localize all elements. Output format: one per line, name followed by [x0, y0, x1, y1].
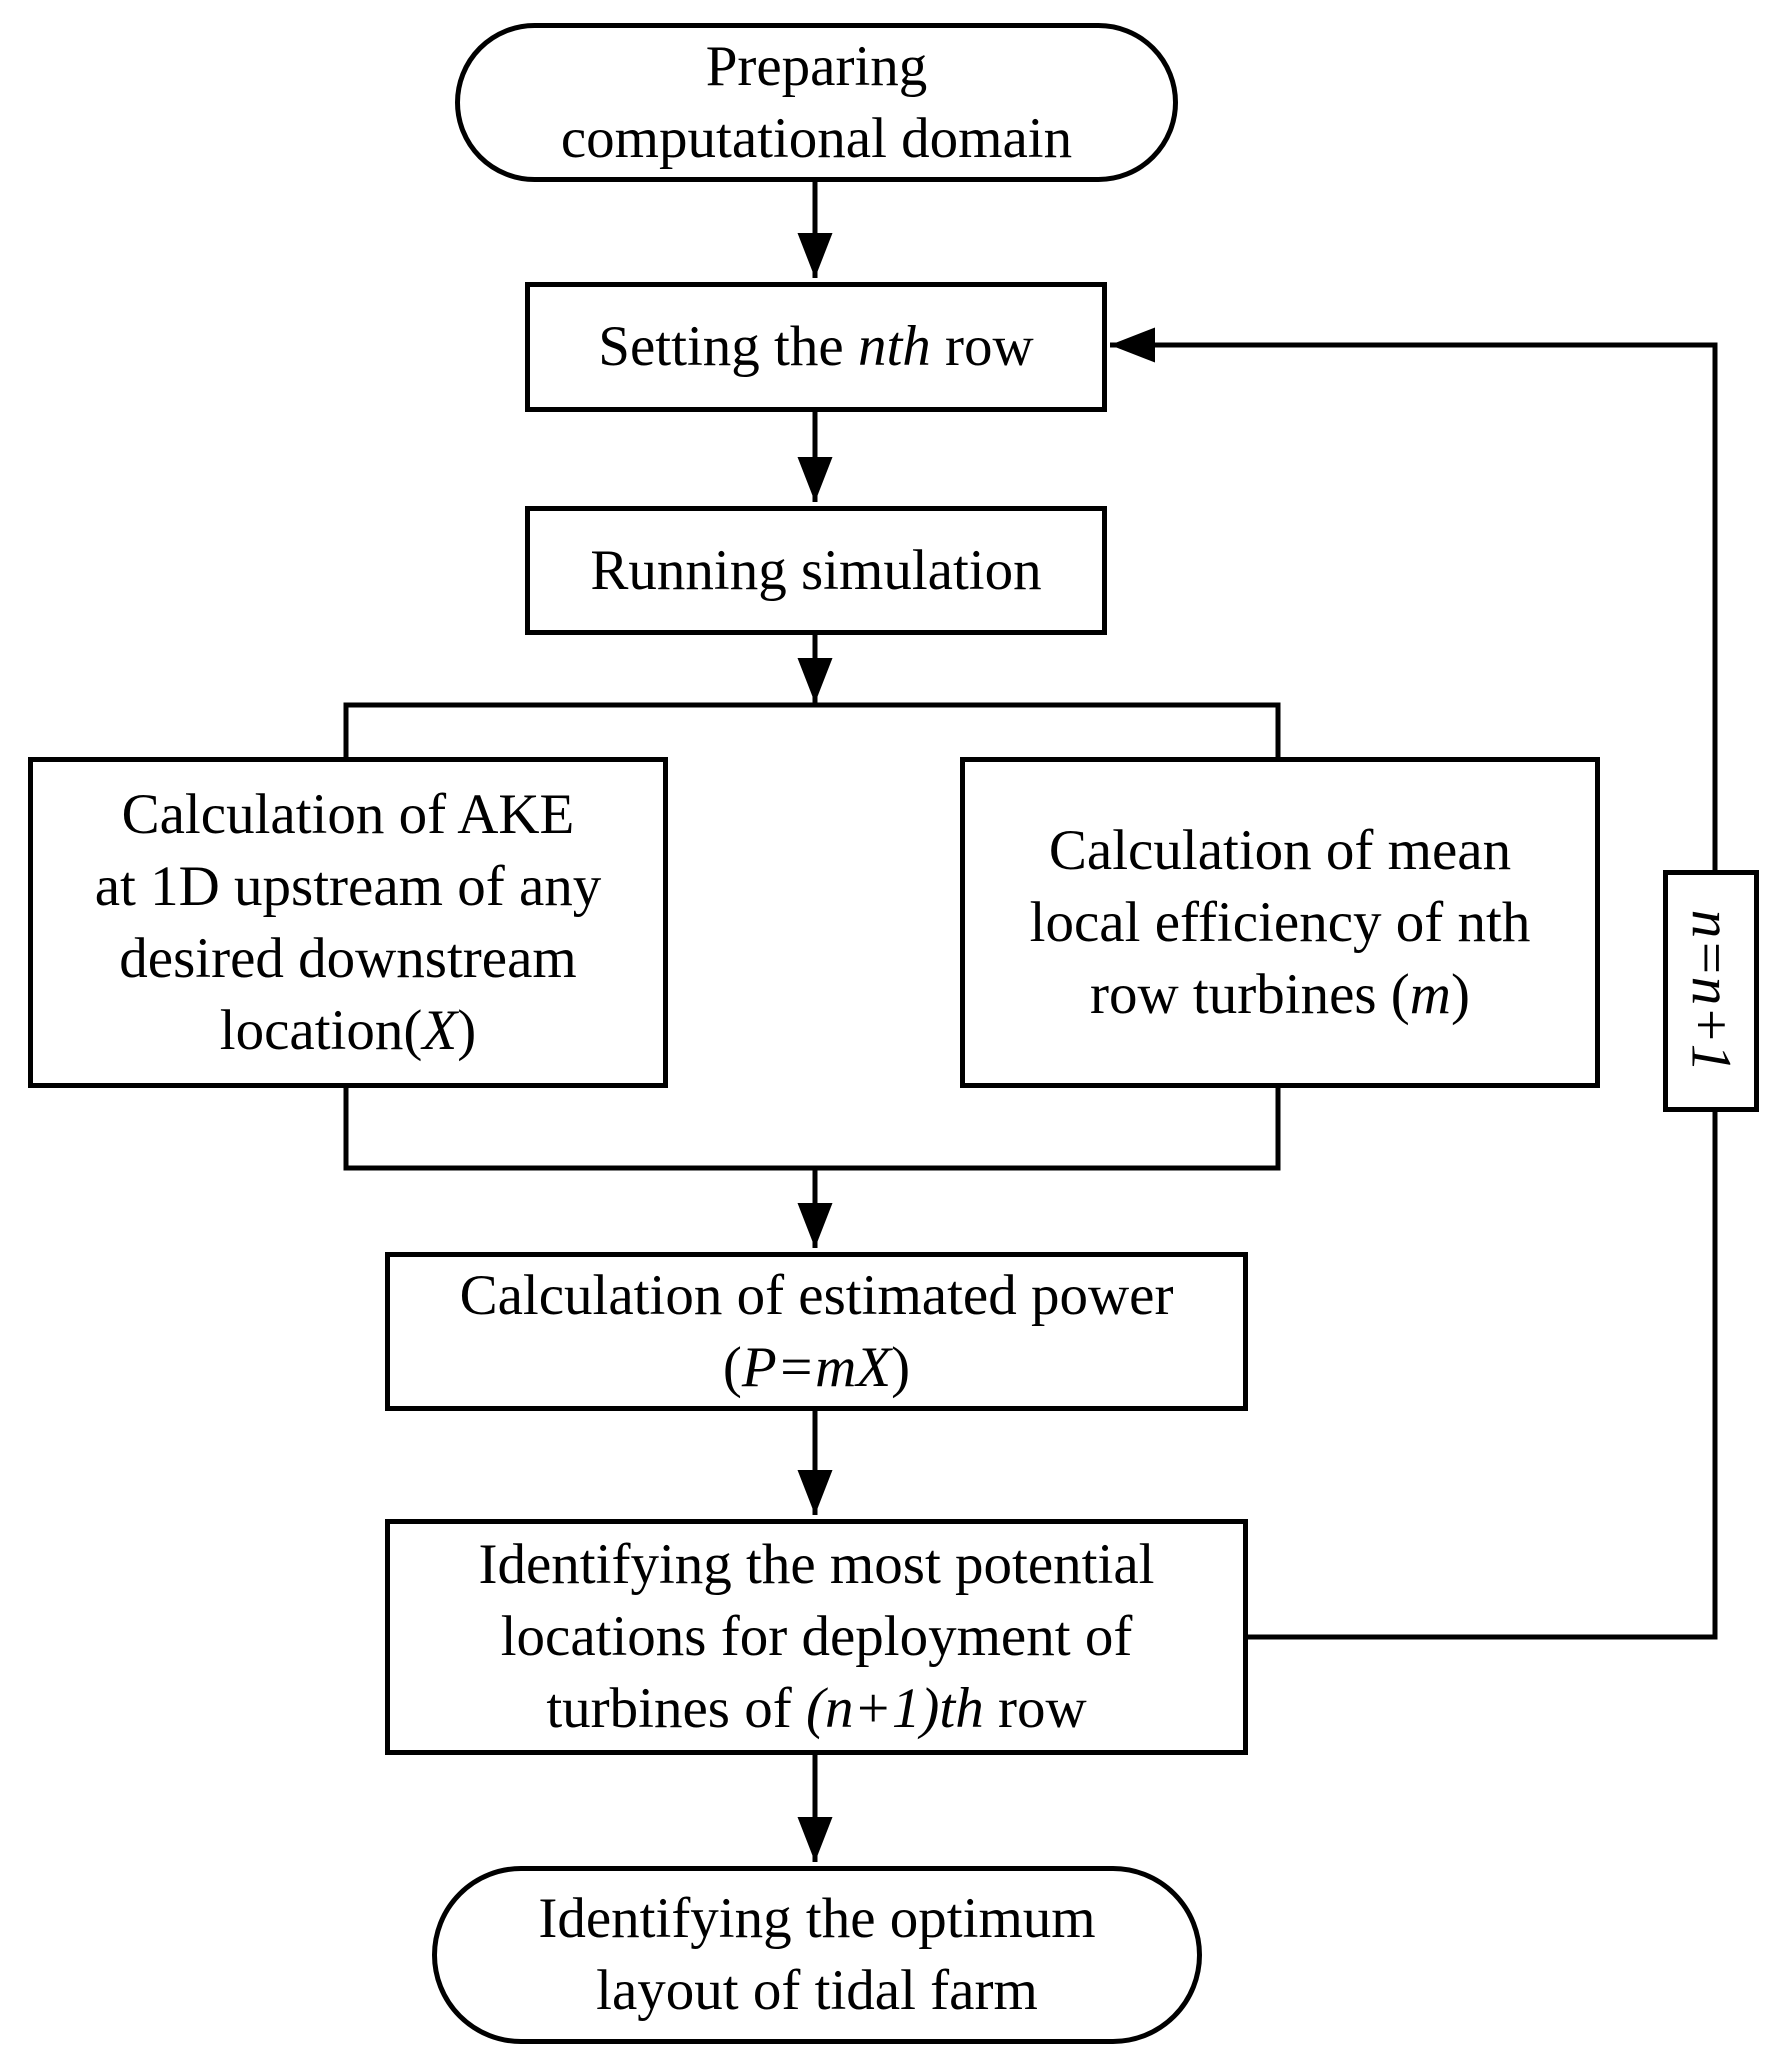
start-line-1: Preparing: [705, 34, 928, 98]
set-row-process: Setting the nth row: [525, 282, 1107, 412]
start-terminal: Preparing computational domain: [455, 23, 1178, 182]
end-terminal: Identifying the optimum layout of tidal …: [432, 1866, 1202, 2044]
power-line-2: (P=mX): [722, 1335, 911, 1399]
identify-locations-process: Identifying the most potential locations…: [385, 1519, 1248, 1755]
identify-line-2: locations for deployment of: [500, 1605, 1133, 1668]
ake-line-3: desired downstream: [119, 926, 577, 990]
ake-line-1: Calculation of AKE: [121, 782, 575, 846]
eff-line-1: Calculation of mean: [1048, 818, 1512, 882]
ake-calculation-process: Calculation of AKE at 1D upstream of any…: [28, 757, 668, 1088]
run-simulation-process: Running simulation: [525, 506, 1107, 635]
ake-line-2: at 1D upstream of any: [94, 854, 602, 918]
start-line-2: computational domain: [560, 106, 1073, 170]
identify-line-1: Identifying the most potential: [478, 1533, 1155, 1596]
end-line-1: Identifying the optimum: [538, 1887, 1096, 1950]
set-row-label: Setting the nth row: [598, 315, 1034, 378]
eff-line-2: local efficiency of nth: [1029, 890, 1531, 954]
eff-line-3: row turbines (m): [1090, 962, 1470, 1026]
loop-increment-label: n=n+1: [1679, 909, 1743, 1073]
ake-line-4: location(X): [219, 998, 477, 1062]
run-simulation-label: Running simulation: [590, 538, 1042, 602]
merge-connector: [343, 1088, 1281, 1171]
end-line-2: layout of tidal farm: [596, 1959, 1038, 2022]
loop-increment-box: n=n+1: [1663, 870, 1759, 1112]
power-calculation-process: Calculation of estimated power (P=mX): [385, 1252, 1248, 1411]
identify-line-3: turbines of (n+1)th row: [546, 1677, 1087, 1740]
split-connector: [343, 702, 1281, 757]
power-line-1: Calculation of estimated power: [459, 1263, 1174, 1327]
efficiency-calculation-process: Calculation of mean local efficiency of …: [960, 757, 1600, 1088]
